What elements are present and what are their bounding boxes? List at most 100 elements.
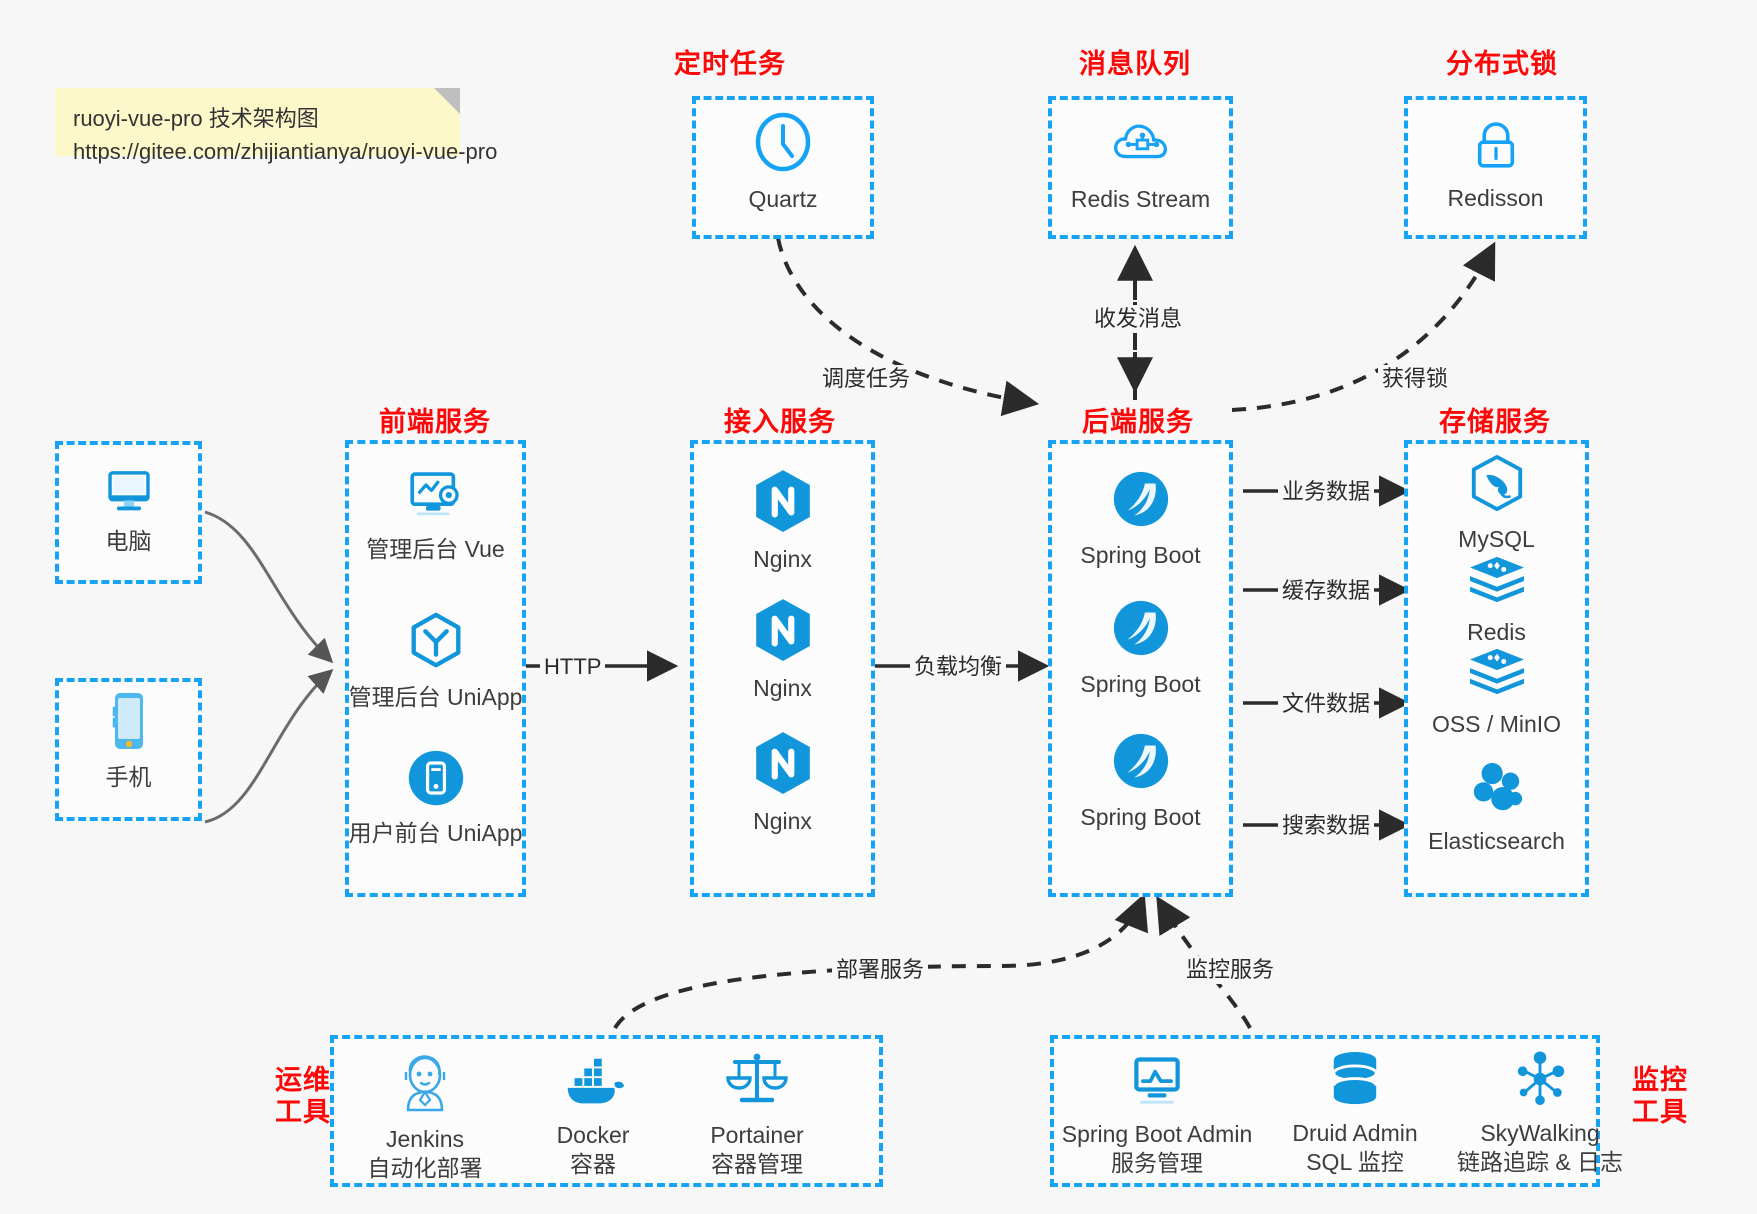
edge-label-deploy-service: 部署服务 <box>832 956 929 985</box>
node-label: 电脑 <box>105 528 152 554</box>
spring-boot-icon <box>1110 468 1172 535</box>
node-label: Spring Boot <box>1080 804 1201 830</box>
edge-label-monitor-service: 监控服务 <box>1182 956 1279 985</box>
note-fold-corner <box>434 88 460 114</box>
group-title-message-queue: 消息队列 <box>1079 49 1191 79</box>
mobile-icon <box>107 690 151 757</box>
group-title-scheduled-task: 定时任务 <box>674 49 786 79</box>
node-portainer[interactable]: Portainer 容器管理 <box>672 1050 842 1180</box>
note-card: ruoyi-vue-pro 技术架构图 https://gitee.com/zh… <box>55 88 497 164</box>
node-docker[interactable]: Docker 容器 <box>508 1056 678 1180</box>
mysql-icon <box>1468 454 1526 519</box>
node-label: Spring Boot <box>1080 671 1201 697</box>
node-jenkins[interactable]: Jenkins 自动化部署 <box>340 1052 510 1184</box>
node-nginx-1[interactable]: Nginx <box>690 468 875 574</box>
node-label: Elasticsearch <box>1428 828 1565 854</box>
group-title-devops-line1: 运维 <box>275 1065 331 1095</box>
node-label: Redis <box>1467 619 1526 645</box>
node-mobile[interactable]: 手机 <box>55 690 202 792</box>
database-icon <box>1328 1050 1382 1113</box>
node-sublabel: 自动化部署 <box>367 1155 483 1182</box>
node-redis[interactable]: Redis <box>1404 555 1589 647</box>
node-desktop[interactable]: 电脑 <box>55 466 202 556</box>
node-elasticsearch[interactable]: Elasticsearch <box>1404 760 1589 856</box>
node-label: Spring Boot <box>1080 542 1201 568</box>
node-redisson[interactable]: Redisson <box>1404 115 1587 213</box>
spring-boot-icon <box>1110 597 1172 664</box>
oss-minio-icon <box>1467 647 1527 704</box>
node-label: Quartz <box>748 186 818 212</box>
group-title-backend: 后端服务 <box>1082 407 1194 437</box>
note-line-2: https://gitee.com/zhijiantianya/ruoyi-vu… <box>73 139 498 164</box>
spring-boot-icon <box>1110 730 1172 797</box>
lock-icon <box>1467 115 1525 178</box>
node-label: 管理后台 UniApp <box>348 684 523 710</box>
node-user-uniapp[interactable]: 用户前台 UniApp <box>345 748 526 848</box>
skywalking-icon <box>1511 1050 1569 1113</box>
node-spring-boot-3[interactable]: Spring Boot <box>1048 730 1233 832</box>
edge-label-search-data: 搜索数据 <box>1278 812 1375 841</box>
nginx-icon <box>752 730 814 801</box>
node-label: Redis Stream <box>1070 186 1211 212</box>
node-label: Portainer <box>710 1122 804 1148</box>
edge-label-file-data: 文件数据 <box>1278 690 1375 719</box>
note-line-1: ruoyi-vue-pro 技术架构图 <box>73 106 319 131</box>
node-label: Nginx <box>753 675 812 701</box>
node-label: Docker <box>556 1122 630 1148</box>
node-label: Redisson <box>1447 185 1544 211</box>
docker-icon <box>560 1056 626 1115</box>
node-mysql[interactable]: MySQL <box>1404 454 1589 554</box>
node-sublabel: 容器 <box>570 1151 616 1178</box>
node-sublabel: 容器管理 <box>711 1151 803 1178</box>
group-title-frontend: 前端服务 <box>379 407 491 437</box>
node-label: 用户前台 UniApp <box>348 820 523 846</box>
redis-icon <box>1467 555 1527 612</box>
node-label: Nginx <box>753 808 812 834</box>
scales-icon <box>726 1050 788 1115</box>
node-spring-boot-admin[interactable]: Spring Boot Admin 服务管理 <box>1052 1055 1262 1179</box>
node-label: SkyWalking <box>1480 1120 1600 1146</box>
group-box-client-desktop <box>55 441 202 584</box>
hexagon-y-icon <box>405 610 467 677</box>
desktop-icon <box>101 466 157 521</box>
node-label: Spring Boot Admin <box>1061 1121 1253 1147</box>
node-label: 管理后台 Vue <box>366 536 505 562</box>
node-admin-uniapp[interactable]: 管理后台 UniApp <box>345 610 526 712</box>
group-title-devops-line2: 工具 <box>275 1096 331 1127</box>
node-redis-stream[interactable]: Redis Stream <box>1048 112 1233 214</box>
node-nginx-2[interactable]: Nginx <box>690 597 875 703</box>
monitor-gear-icon <box>404 468 468 529</box>
node-sublabel: SQL 监控 <box>1306 1149 1404 1176</box>
node-quartz[interactable]: Quartz <box>692 110 874 214</box>
node-nginx-3[interactable]: Nginx <box>690 730 875 836</box>
elasticsearch-icon <box>1468 760 1526 821</box>
clock-icon <box>751 110 815 179</box>
monitor-chart-icon <box>1127 1055 1187 1114</box>
group-box-message-queue <box>1048 96 1233 239</box>
node-skywalking[interactable]: SkyWalking 链路追踪 & 日志 <box>1440 1050 1640 1178</box>
node-druid-admin[interactable]: Druid Admin SQL 监控 <box>1265 1050 1445 1178</box>
group-title-monitoring: 监控 工具 <box>1615 1065 1705 1129</box>
node-spring-boot-2[interactable]: Spring Boot <box>1048 597 1233 699</box>
node-label: 手机 <box>105 764 152 790</box>
edge-label-business-data: 业务数据 <box>1278 478 1375 507</box>
edge-label-cache-data: 缓存数据 <box>1278 577 1375 606</box>
node-label: Druid Admin <box>1292 1120 1418 1146</box>
group-title-gateway: 接入服务 <box>724 407 836 437</box>
node-label: MySQL <box>1458 526 1535 552</box>
node-spring-boot-1[interactable]: Spring Boot <box>1048 468 1233 570</box>
node-oss-minio[interactable]: OSS / MinIO <box>1404 647 1589 739</box>
group-title-distributed-lock: 分布式锁 <box>1446 49 1558 79</box>
node-admin-vue[interactable]: 管理后台 Vue <box>345 468 526 564</box>
group-title-monitoring-line2: 工具 <box>1632 1096 1688 1127</box>
node-label: Jenkins <box>386 1126 464 1152</box>
edge-label-send-receive-message: 收发消息 <box>1090 305 1187 334</box>
jenkins-icon <box>395 1052 455 1119</box>
nginx-icon <box>752 597 814 668</box>
edge-label-http: HTTP <box>540 653 606 682</box>
edge-label-acquire-lock: 获得锁 <box>1378 365 1453 394</box>
group-title-monitoring-line1: 监控 <box>1632 1065 1688 1095</box>
edge-label-load-balance: 负载均衡 <box>910 653 1007 682</box>
node-sublabel: 服务管理 <box>1111 1150 1203 1177</box>
